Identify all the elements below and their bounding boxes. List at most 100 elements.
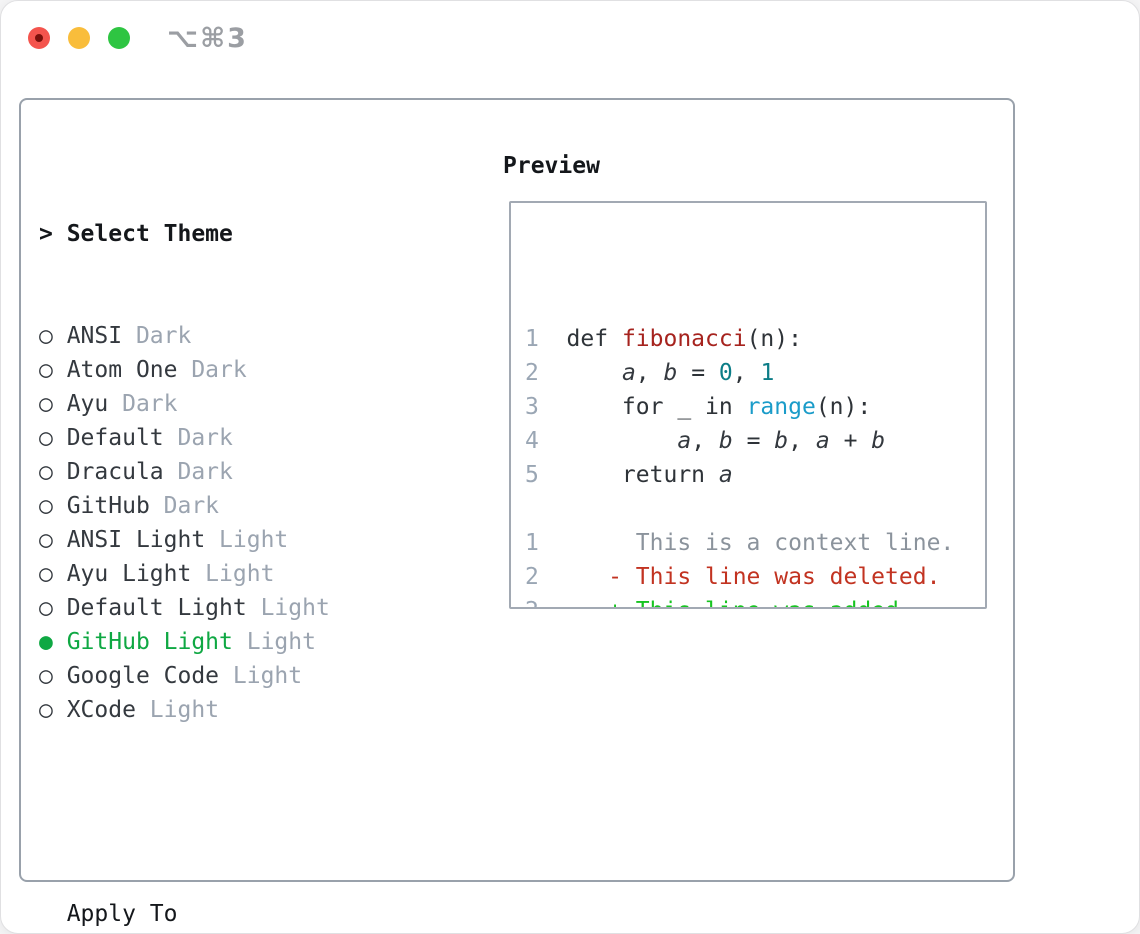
radio-unselected-icon: ○ <box>39 697 67 723</box>
code-token-deleted: - This line was deleted. <box>566 564 941 590</box>
code-line: 2 a, b = 0, 1 <box>525 356 985 390</box>
theme-option-github[interactable]: ○ GitHub Dark <box>39 489 427 523</box>
theme-variant-label: Light <box>191 561 275 587</box>
theme-variant-label: Light <box>246 595 330 621</box>
theme-variant-label: Dark <box>122 323 192 349</box>
radio-unselected-icon: ○ <box>39 595 67 621</box>
theme-variant-label: Light <box>232 629 316 655</box>
theme-option-label: Atom One <box>66 357 178 383</box>
code-token-var: a <box>718 462 733 488</box>
code-token-plain: = <box>732 428 775 454</box>
theme-variant-label: Dark <box>149 493 220 519</box>
theme-option-label: GitHub <box>66 493 150 519</box>
code-line: 3 for _ in range(n): <box>525 390 985 424</box>
code-line <box>525 492 985 526</box>
theme-option-label: Ayu <box>66 391 109 417</box>
spacer <box>39 795 427 829</box>
code-token-var: a <box>815 428 830 454</box>
theme-selector: > Select Theme ○ ANSI Dark○ Atom One Dar… <box>39 149 427 933</box>
code-token-var: b <box>663 360 678 386</box>
zoom-button[interactable] <box>108 27 130 49</box>
theme-option-google-code[interactable]: ○ Google Code Light <box>39 659 427 693</box>
line-number: 2 <box>525 564 567 590</box>
code-token-plain <box>567 428 678 454</box>
code-line <box>525 288 985 322</box>
theme-option-label: XCode <box>66 697 136 723</box>
radio-unselected-icon: ○ <box>39 561 67 587</box>
code-token-var: b <box>718 428 733 454</box>
radio-unselected-icon: ○ <box>39 459 67 485</box>
code-line: 2 - This line was deleted. <box>525 560 985 594</box>
theme-option-github-light[interactable]: ● GitHub Light Light <box>39 625 427 659</box>
code-line: 2 + This line was added. <box>525 594 985 607</box>
code-token-added: + This line was added. <box>567 598 913 607</box>
theme-variant-label: Light <box>219 663 303 689</box>
code-token-num: 0 <box>718 360 733 386</box>
radio-unselected-icon: ○ <box>39 425 67 451</box>
theme-option-label: Dracula <box>66 459 164 485</box>
line-number: 5 <box>525 462 567 488</box>
code-token-var: a <box>677 428 692 454</box>
preview-title: Preview <box>503 153 600 179</box>
radio-unselected-icon: ○ <box>39 323 67 349</box>
line-number: 2 <box>525 598 567 607</box>
theme-option-ayu[interactable]: ○ Ayu Dark <box>39 387 427 421</box>
code-token-plain: (n): <box>746 326 802 352</box>
line-number: 2 <box>525 360 567 386</box>
theme-option-default-light[interactable]: ○ Default Light Light <box>39 591 427 625</box>
focus-caret-icon: > <box>39 221 67 247</box>
radio-unselected-icon: ○ <box>39 357 67 383</box>
theme-option-label: Default <box>66 425 164 451</box>
apply-to-header: Apply To <box>66 901 178 927</box>
code-line: 1 def fibonacci(n): <box>525 322 985 356</box>
main-panel: > Select Theme ○ ANSI Dark○ Atom One Dar… <box>19 98 1015 927</box>
code-token-plain: return <box>566 462 719 488</box>
radio-unselected-icon: ○ <box>39 663 67 689</box>
code-line: 5 return a <box>525 458 985 492</box>
theme-option-ansi-light[interactable]: ○ ANSI Light Light <box>39 523 427 557</box>
code-token-plain: def <box>566 326 622 352</box>
theme-variant-label: Light <box>135 697 220 723</box>
line-number <box>525 496 567 522</box>
code-token-num: 1 <box>760 360 775 386</box>
minimize-button[interactable] <box>68 27 90 49</box>
theme-option-dracula[interactable]: ○ Dracula Dark <box>39 455 427 489</box>
code-token-plain <box>567 360 622 386</box>
theme-option-xcode[interactable]: ○ XCode Light <box>39 693 427 727</box>
code-token-plain: = <box>677 360 719 386</box>
close-button[interactable] <box>28 27 50 49</box>
code-token-plain: for _ in <box>566 394 747 420</box>
line-number: 1 <box>525 530 567 556</box>
theme-option-ayu-light[interactable]: ○ Ayu Light Light <box>39 557 427 591</box>
code-token-builtin: range <box>746 394 816 420</box>
code-token-plain: , <box>635 360 664 386</box>
window-title-shortcut: ⌥⌘3 <box>167 23 248 54</box>
theme-option-atom-one[interactable]: ○ Atom One Dark <box>39 353 427 387</box>
theme-variant-label: Dark <box>177 357 247 383</box>
code-token-var: a <box>621 360 636 386</box>
code-token-plain: (n): <box>815 394 872 420</box>
theme-option-label: GitHub Light <box>66 629 233 655</box>
theme-variant-label: Light <box>205 527 289 553</box>
line-number <box>525 292 567 318</box>
code-line: 4 a, b = b, a + b <box>525 424 985 458</box>
radio-unselected-icon: ○ <box>39 493 67 519</box>
select-theme-header: > Select Theme <box>39 217 427 251</box>
theme-option-label: Default Light <box>66 595 247 621</box>
code-token-func: fibonacci <box>621 326 747 352</box>
theme-list: ○ ANSI Dark○ Atom One Dark○ Ayu Dark○ De… <box>39 319 427 727</box>
close-dot-icon <box>35 34 43 42</box>
theme-option-label: ANSI Light <box>66 527 206 553</box>
theme-variant-label: Dark <box>163 459 233 485</box>
code-token-plain: , <box>691 428 719 454</box>
radio-unselected-icon: ○ <box>39 527 67 553</box>
theme-option-default[interactable]: ○ Default Dark <box>39 421 427 455</box>
theme-option-ansi[interactable]: ○ ANSI Dark <box>39 319 427 353</box>
theme-option-label: ANSI <box>66 323 123 349</box>
code-token-plain: + <box>829 428 872 454</box>
theme-variant-label: Dark <box>163 425 233 451</box>
theme-option-label: Ayu Light <box>66 561 192 587</box>
